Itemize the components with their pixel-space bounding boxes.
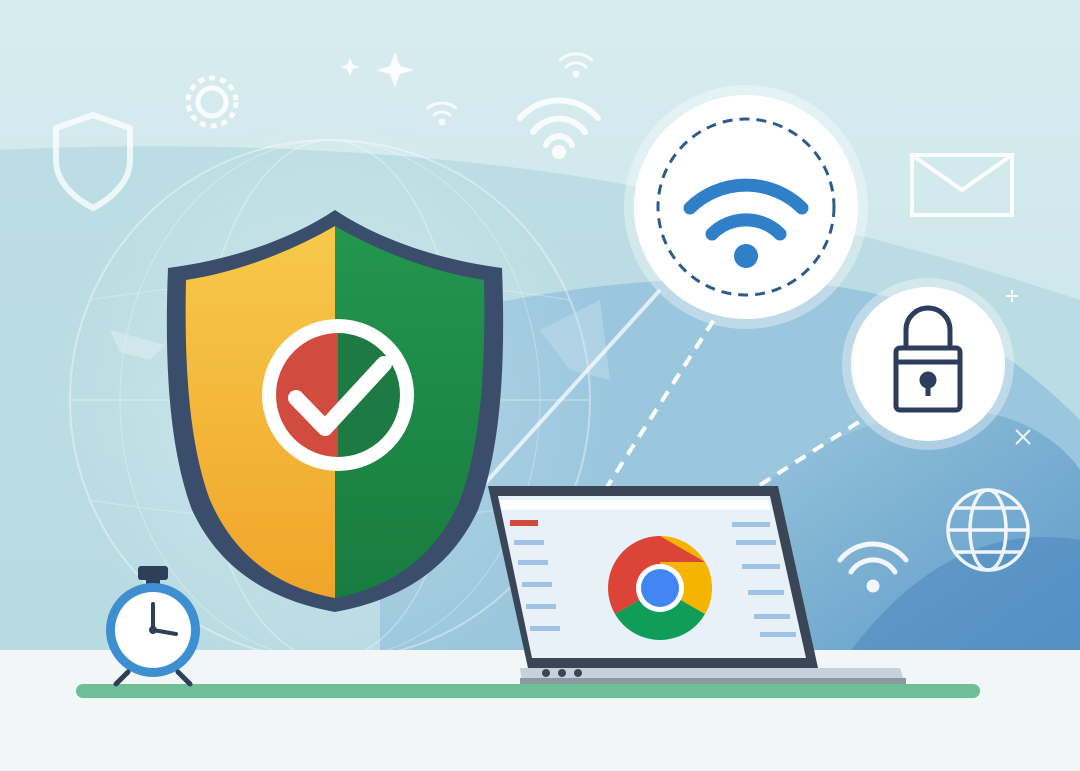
wifi-icon-small-left xyxy=(426,101,458,126)
wifi-dot xyxy=(734,244,758,268)
outline-shield-icon xyxy=(53,112,133,211)
security-shield-icon xyxy=(166,210,504,612)
decor-marks xyxy=(1006,290,1031,445)
chrome-logo-icon xyxy=(608,536,712,640)
checkmark-icon xyxy=(288,356,392,436)
wifi-icon xyxy=(683,178,809,241)
stopwatch-icon xyxy=(106,566,200,687)
padlock-icon xyxy=(893,305,963,413)
wifi-icon-right xyxy=(837,541,909,593)
gear-icon xyxy=(185,75,239,129)
wifi-icon-small-top xyxy=(558,52,594,78)
laptop-icon xyxy=(488,486,906,684)
sparkle-icon xyxy=(340,52,414,88)
sidebar-lines xyxy=(514,540,560,631)
connector-lines xyxy=(468,288,867,502)
browser-address-bar xyxy=(500,500,770,510)
ground-line xyxy=(76,684,980,698)
sidebar-active-line xyxy=(510,520,538,526)
content-lines xyxy=(732,522,796,637)
globe-icon xyxy=(946,488,1030,572)
wifi-icon-medium xyxy=(517,97,601,159)
wifi-badge xyxy=(624,85,868,329)
mail-icon xyxy=(910,153,1014,217)
lock-badge xyxy=(842,278,1014,450)
